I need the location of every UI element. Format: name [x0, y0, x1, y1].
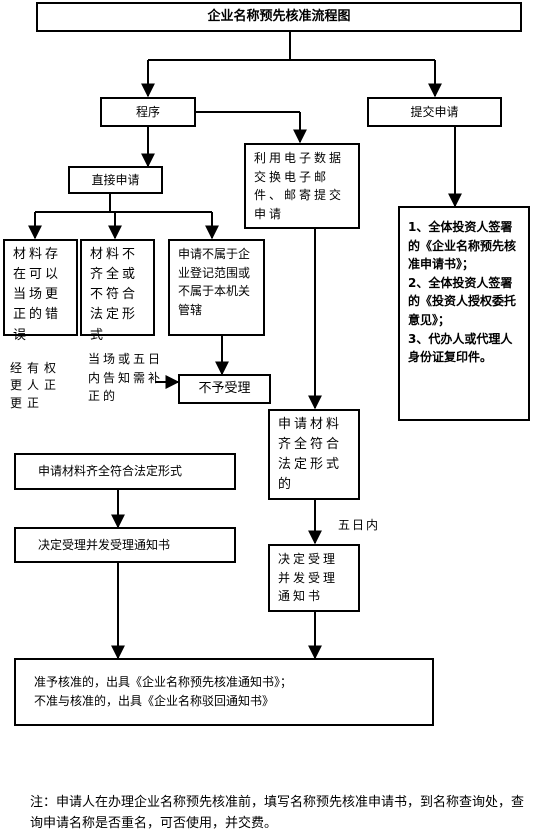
accept-notice-left-node: 决定受理并发受理通知书: [14, 527, 236, 563]
page-title: 企业名称预先核准流程图: [36, 2, 522, 32]
five-days-annotation: 五日内: [338, 518, 381, 532]
outside-scope-node: 申请不属于企业登记范围或不属于本机关管辖: [168, 239, 265, 336]
required-materials-node: 1、全体投资人签署的《企业名称预先核准申请书》； 2、全体投资人签署的《投资人授…: [398, 206, 530, 421]
complete-materials-node: 申请材料齐全符合法定形式: [14, 453, 236, 490]
notify-annotation: 当场或五日内告知需补正的: [88, 352, 164, 404]
incomplete-materials-node: 材料不齐全或不符合法定形式: [80, 239, 155, 343]
corrected-annotation: 经有权更人正更正: [10, 361, 62, 410]
procedure-node: 程序: [100, 97, 196, 127]
result-node: 准予核准的，出具《企业名称预先核准通知书》； 不准与核准的，出具《企业名称驳回通…: [14, 658, 434, 726]
accept-notice-right-node: 决定受理并发受理通知书: [268, 544, 360, 612]
reject-node: 不予受理: [178, 374, 271, 404]
electronic-complete-node: 申请材料齐全符合法定形式的: [268, 409, 360, 500]
direct-application-node: 直接申请: [68, 166, 163, 194]
onsite-correctable-node: 材料存在可以当场更正的错误: [3, 239, 78, 343]
electronic-submission-node: 利用电子数据交换电子邮件、邮寄提交申请: [244, 143, 360, 229]
submit-application-node: 提交申请: [367, 97, 502, 127]
footnote: 注：申请人在办理企业名称预先核准前，填写名称预先核准申请书，到名称查询处，查询申…: [30, 795, 525, 831]
